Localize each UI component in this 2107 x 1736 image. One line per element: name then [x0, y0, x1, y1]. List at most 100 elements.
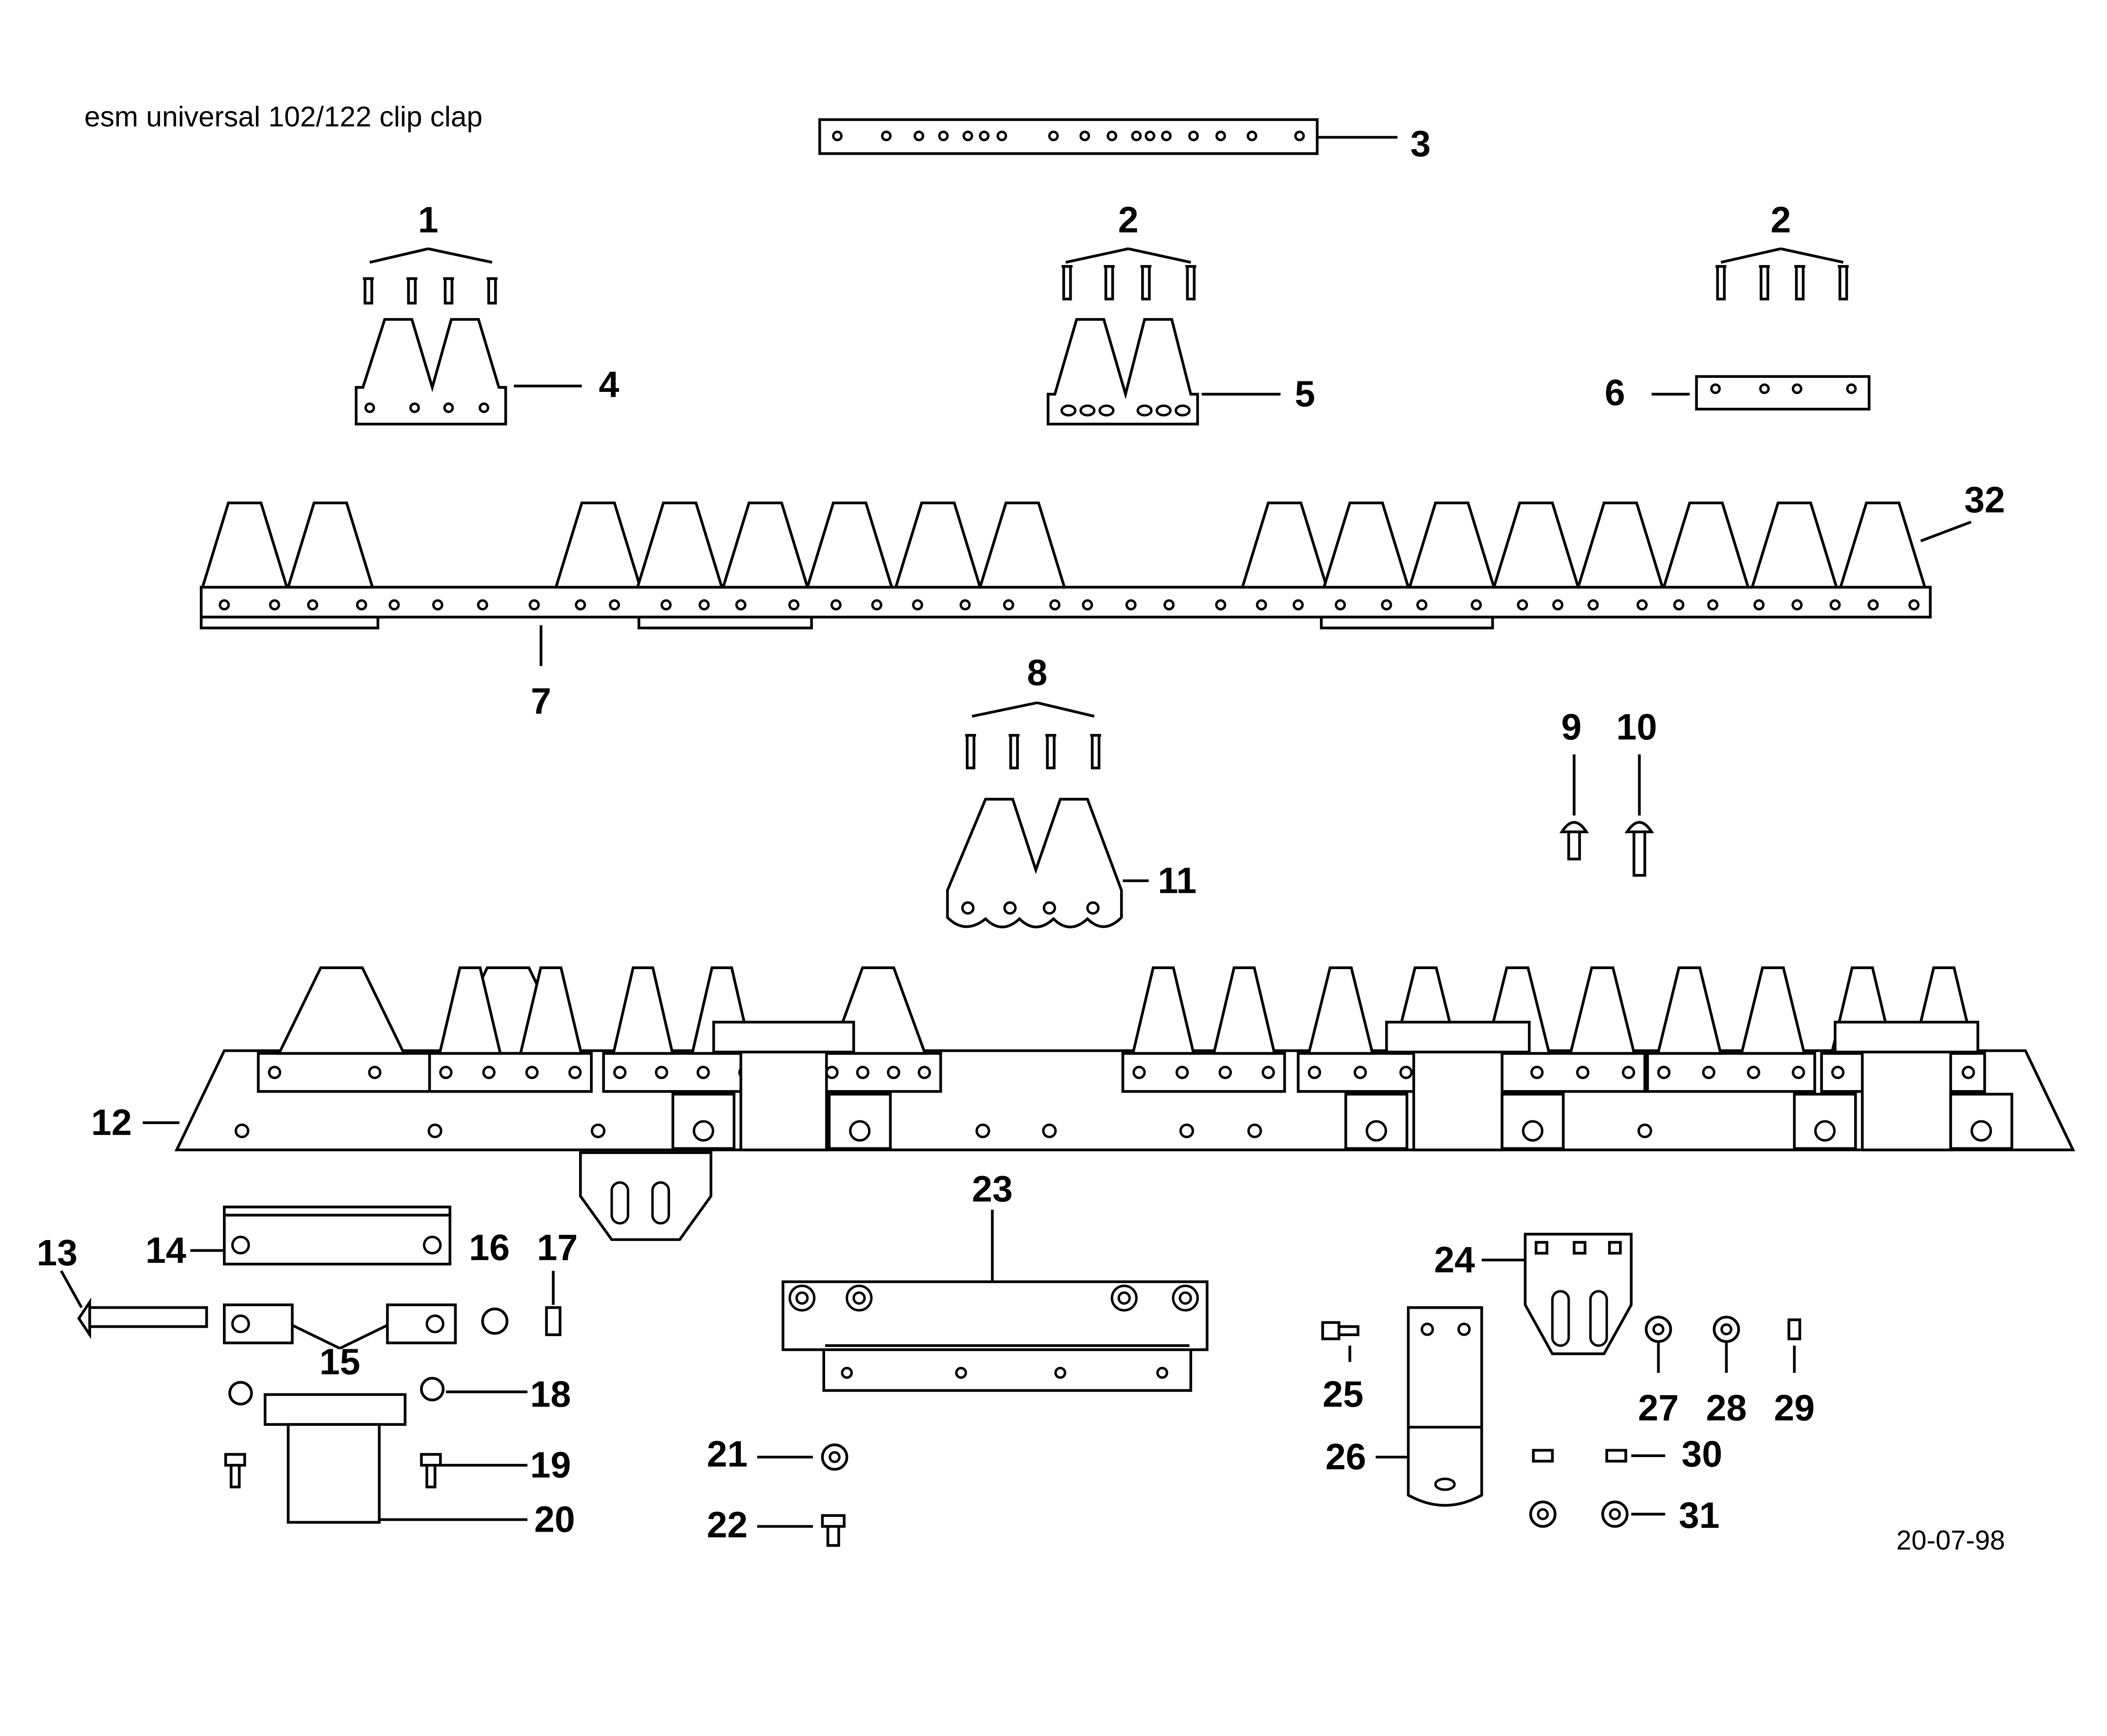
- hole: [1609, 1508, 1621, 1520]
- knife-tooth: [611, 966, 675, 1055]
- hole: [590, 1123, 606, 1139]
- knife-tooth: [1839, 501, 1927, 589]
- slot-hole: [610, 1181, 630, 1225]
- hole: [841, 1366, 853, 1379]
- hole: [1622, 1066, 1635, 1079]
- leader-line: [1780, 247, 1844, 264]
- knife-section-base: [1320, 616, 1494, 630]
- callout-2: 2: [1771, 200, 1791, 241]
- hole: [975, 1123, 990, 1139]
- slot-hole: [1551, 1290, 1570, 1347]
- hole: [1657, 1066, 1671, 1079]
- knife-tooth: [1407, 501, 1496, 589]
- bar-hole: [1247, 130, 1257, 142]
- hole: [1829, 599, 1841, 611]
- hole: [1707, 599, 1718, 611]
- hole: [917, 1066, 931, 1079]
- hole: [1215, 599, 1226, 611]
- square-hole: [1608, 1241, 1622, 1255]
- knife-tooth: [721, 501, 810, 589]
- hole: [828, 1451, 841, 1463]
- hole: [426, 1314, 445, 1334]
- nut-18: [420, 1377, 445, 1401]
- callout-27: 27: [1638, 1388, 1679, 1428]
- hole: [1042, 1123, 1057, 1139]
- hole: [1043, 901, 1056, 915]
- bar-hole: [881, 130, 892, 142]
- hole: [1082, 599, 1093, 611]
- knife-tooth: [1740, 966, 1806, 1055]
- hole: [482, 1066, 496, 1079]
- hole: [1054, 1366, 1067, 1379]
- callout-19: 19: [530, 1444, 571, 1485]
- hole: [1522, 1120, 1544, 1142]
- finger-bar: [818, 118, 1319, 155]
- callout-11: 11: [1158, 860, 1197, 901]
- bolt-shank-19: [425, 1464, 437, 1489]
- callout-2: 2: [1118, 200, 1138, 241]
- hole: [961, 901, 975, 915]
- hole: [960, 599, 971, 611]
- callout-23: 23: [972, 1169, 1013, 1210]
- hole: [439, 1066, 453, 1079]
- screw: [1140, 265, 1152, 300]
- hole: [660, 599, 672, 611]
- leader-line: [1920, 520, 1972, 542]
- hole: [423, 1235, 442, 1255]
- support-26: [1407, 1306, 1483, 1507]
- callout-12: 12: [91, 1102, 132, 1143]
- hole: [1132, 1066, 1146, 1079]
- bar-hole: [978, 130, 990, 142]
- bolt-head: [224, 1453, 246, 1467]
- hole: [1753, 599, 1765, 611]
- callout-13: 13: [37, 1232, 78, 1273]
- callout-24: 24: [1434, 1239, 1475, 1280]
- hole: [1791, 383, 1803, 394]
- hole: [1962, 1066, 1975, 1079]
- hole: [1416, 599, 1428, 611]
- hole: [307, 599, 319, 611]
- knife-tooth: [554, 501, 642, 589]
- hole: [1086, 901, 1100, 915]
- callout-18: 18: [530, 1374, 571, 1415]
- hole: [1702, 1066, 1716, 1079]
- hole: [575, 599, 586, 611]
- rivet: [486, 277, 498, 305]
- hole: [825, 1066, 839, 1079]
- hole: [1261, 1066, 1275, 1079]
- rivet: [1008, 734, 1020, 769]
- knife-section: [1646, 1052, 1816, 1093]
- callout-14: 14: [145, 1230, 186, 1271]
- knife-tooth: [1656, 966, 1723, 1055]
- screw: [1185, 265, 1196, 300]
- hole: [655, 1066, 668, 1079]
- clip-20-top: [263, 1393, 407, 1426]
- leader-line: [369, 247, 429, 264]
- bolt-shank: [230, 1464, 241, 1489]
- callout-1: 1: [418, 200, 438, 241]
- slot-hole: [1155, 404, 1172, 417]
- knife-clip-top: [712, 1021, 855, 1053]
- hole: [1517, 599, 1528, 611]
- hole: [1831, 1066, 1845, 1079]
- hole: [1163, 599, 1175, 611]
- knife-tooth: [438, 966, 502, 1055]
- knife-clip-top: [1834, 1021, 1979, 1053]
- knife-section-base: [637, 616, 813, 630]
- hole: [389, 599, 400, 611]
- slot-hole: [1098, 404, 1115, 417]
- hole: [1457, 1323, 1471, 1336]
- spacer-15: [386, 1303, 457, 1345]
- callout-32: 32: [1964, 480, 2005, 520]
- hole: [1846, 383, 1857, 394]
- hole: [368, 1066, 382, 1079]
- hole: [443, 402, 454, 413]
- leader-line: [428, 247, 493, 264]
- hole: [698, 599, 710, 611]
- hole: [528, 599, 540, 611]
- hole: [1399, 1066, 1413, 1079]
- bar-hole: [1107, 130, 1118, 142]
- square-hole: [1534, 1241, 1549, 1255]
- plate-23: [781, 1280, 1209, 1351]
- knife-tooth: [1492, 501, 1580, 589]
